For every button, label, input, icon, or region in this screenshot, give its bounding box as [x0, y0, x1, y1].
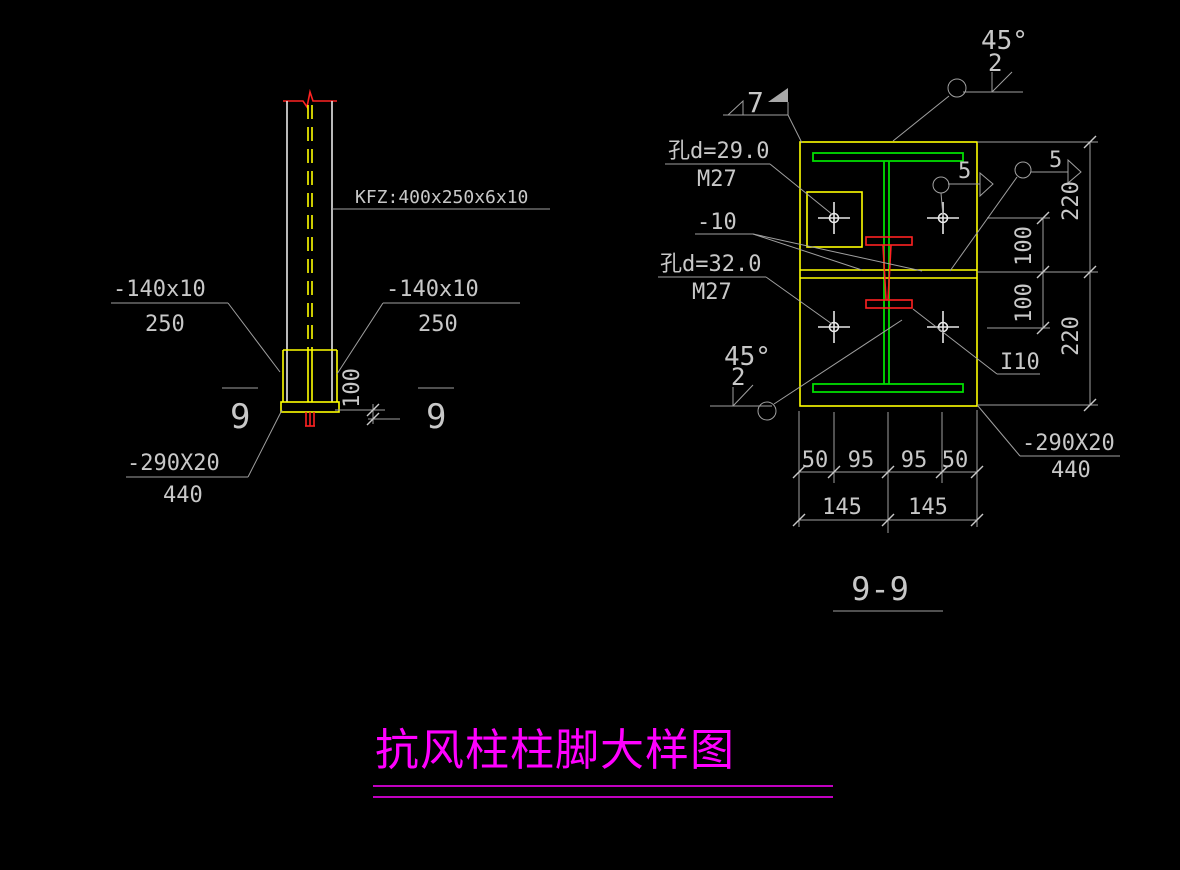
drawing-title-block: 抗风柱柱脚大样图	[373, 725, 833, 798]
column-outline	[286, 101, 333, 402]
base-plate-callout: -290X20 440	[126, 409, 283, 508]
section-view-title: 9-9	[833, 570, 943, 612]
minus10-label: -10	[697, 210, 737, 235]
field-weld-flag-icon	[768, 88, 788, 102]
minus10-callout: -10	[695, 210, 923, 272]
fillet-weld-arrow-icon	[979, 171, 994, 198]
stiffener-right-length: 250	[418, 312, 458, 337]
weld-symbol-field-7: 7	[723, 86, 803, 144]
base-plate-edge	[280, 401, 340, 413]
dim-95-left: 95	[848, 448, 875, 473]
weld-symbol-fillet-inner: 5	[932, 159, 994, 217]
section-mark-left: 9	[222, 387, 258, 437]
column-section	[812, 152, 964, 393]
weld-all-around-icon	[1014, 161, 1032, 179]
stiffener-right-size: -140x10	[386, 277, 479, 302]
weld-all-around-icon	[932, 176, 950, 194]
weld-all-around-icon	[757, 401, 777, 421]
dim-145-right: 145	[908, 495, 948, 520]
weld-5-outer-size: 5	[1049, 148, 1062, 173]
weld-5-inner-size: 5	[958, 159, 971, 184]
section-view: 7 45° 2 5 5	[658, 26, 1120, 612]
bolt-hole-top-right	[927, 202, 959, 234]
base-plate-size: -290X20	[127, 451, 220, 476]
bolt-hole-bottom-right	[927, 311, 959, 343]
dim-95-right: 95	[901, 448, 928, 473]
anchor-bolt-stub	[305, 412, 315, 427]
dim-100-upper: 100	[1012, 226, 1037, 266]
stiffener-plates	[282, 349, 338, 402]
stiffener-left-length: 250	[145, 312, 185, 337]
dim-100-elevation: 100	[340, 368, 365, 408]
weld-symbol-bevel-bottom: 45° 2	[710, 319, 903, 421]
dim-220-upper: 220	[1059, 181, 1084, 221]
section-mark-right-label: 9	[426, 397, 446, 437]
section-mark-right: 9	[418, 387, 454, 437]
stiffener-right-callout: -140x10 250	[336, 277, 520, 375]
right-dimensions: 100 100 220 220	[977, 135, 1098, 412]
hole-bottom-callout: 孔d=32.0 M27	[658, 252, 833, 325]
hole-bottom-size: 孔d=32.0	[660, 252, 761, 277]
washer-plate	[806, 191, 863, 248]
weld-7-size: 7	[747, 86, 764, 119]
weld-all-around-icon	[947, 78, 967, 98]
dim-100-lower: 100	[1012, 283, 1037, 323]
column-break-line	[283, 88, 337, 110]
weld-45-top-size: 2	[988, 49, 1002, 77]
i10-anchor-beam	[865, 236, 913, 309]
stiffener-left-callout: -140x10 250	[111, 277, 281, 373]
i10-callout: I10	[912, 308, 1040, 375]
stiffener-left-size: -140x10	[113, 277, 206, 302]
bolt-projection-dimension: 100	[335, 368, 400, 426]
hole-top-bolt: M27	[697, 167, 737, 192]
hole-top-callout: 孔d=29.0 M27	[665, 139, 834, 216]
section-mark-left-label: 9	[230, 397, 250, 437]
weld-symbol-bevel-top: 45° 2	[892, 26, 1028, 142]
fillet-weld-arrow-icon	[1067, 158, 1082, 185]
base-plate-length: 440	[163, 483, 203, 508]
hole-top-size: 孔d=29.0	[668, 139, 769, 164]
drawing-title: 抗风柱柱脚大样图	[375, 725, 735, 776]
bolt-hole-top-left	[818, 202, 850, 234]
column-spec-callout: KFZ:400x250x6x10	[332, 187, 550, 210]
bolt-hole-bottom-left	[818, 311, 850, 343]
i10-label: I10	[1000, 350, 1040, 375]
dim-50-right: 50	[942, 448, 969, 473]
column-spec-label: KFZ:400x250x6x10	[355, 187, 528, 208]
base-plate-plan-length: 440	[1051, 458, 1091, 483]
weld-45-bottom-size: 2	[731, 363, 745, 391]
fillet-weld-icon	[726, 99, 744, 116]
weld-45-bottom-angle: 45°	[724, 342, 771, 372]
weld-symbol-fillet-outer: 5	[949, 148, 1082, 272]
base-plate-plan-size: -290X20	[1022, 431, 1115, 456]
bottom-dimensions: 50 95 95 50 145 145	[792, 410, 984, 533]
weld-45-top-angle: 45°	[981, 26, 1028, 56]
dim-220-lower: 220	[1059, 316, 1084, 356]
base-plate-callout-plan: -290X20 440	[977, 405, 1120, 483]
section-view-label: 9-9	[851, 570, 909, 608]
dim-145-left: 145	[822, 495, 862, 520]
base-plate-plan	[799, 141, 978, 407]
elevation-view: KFZ:400x250x6x10 -140x10 250 -140x10 250…	[111, 88, 550, 508]
dim-50-left: 50	[802, 448, 829, 473]
anchor-bolt-centerline	[307, 105, 313, 402]
hole-bottom-bolt: M27	[692, 280, 732, 305]
